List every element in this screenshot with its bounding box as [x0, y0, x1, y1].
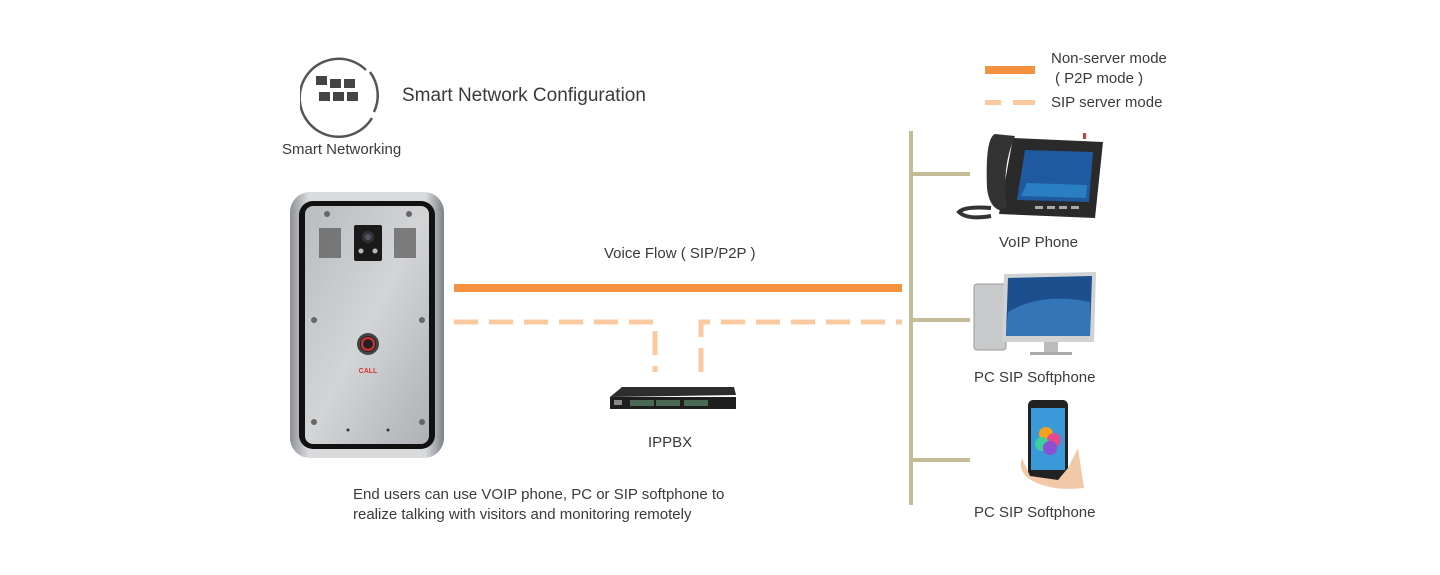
smartphone-icon: [1018, 398, 1090, 494]
ippbx-device: [608, 383, 738, 413]
voice-flow-label: Voice Flow ( SIP/P2P ): [604, 245, 756, 262]
page-title: Smart Network Configuration: [402, 85, 646, 106]
ippbx-label: IPPBX: [648, 434, 693, 451]
legend-solid-sublabel: ( P2P mode ): [1055, 70, 1144, 87]
smart-networking-label: Smart Networking: [282, 141, 402, 158]
endpoint-label-voip-phone: VoIP Phone: [999, 234, 1078, 251]
legend: Non-server mode ( P2P mode ) SIP server …: [985, 48, 1205, 118]
sip-path-left: [454, 319, 658, 372]
caption-line-2: realize talking with visitors and monito…: [353, 506, 692, 523]
legend-dashed-label: SIP server mode: [1051, 94, 1163, 111]
legend-dashed-line: [985, 100, 1035, 105]
sip-path-right: [698, 319, 902, 372]
door-intercom-device: CALL: [290, 192, 444, 458]
smart-networking-icon: [300, 56, 382, 138]
voip-phone-icon: [955, 128, 1105, 223]
legend-solid-label: Non-server mode: [1051, 50, 1167, 67]
endpoint-label-mobile-softphone: PC SIP Softphone: [974, 504, 1096, 521]
caption-line-1: End users can use VOIP phone, PC or SIP …: [353, 486, 725, 503]
endpoint-label-pc-softphone: PC SIP Softphone: [974, 369, 1096, 386]
desktop-computer-icon: [972, 272, 1102, 357]
call-button-label: CALL: [359, 368, 378, 375]
legend-solid-line: [985, 66, 1035, 74]
